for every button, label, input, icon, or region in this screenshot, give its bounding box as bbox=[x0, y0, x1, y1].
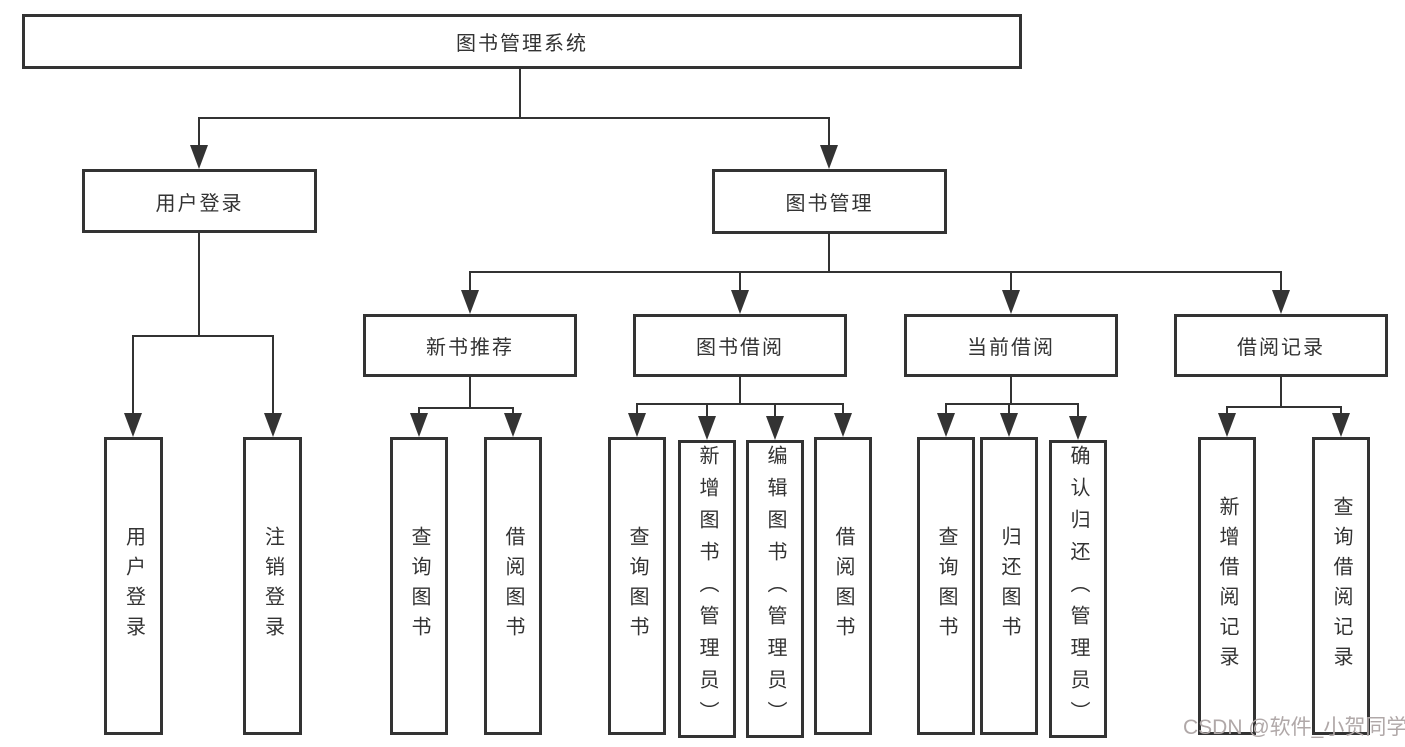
connector-line bbox=[1010, 377, 1012, 404]
node-label: 归还图书 bbox=[998, 526, 1020, 646]
node-label: 注销登录 bbox=[261, 526, 284, 646]
node-label: 查询图书 bbox=[626, 526, 648, 646]
node-label: 借阅图书 bbox=[832, 526, 854, 646]
node-label: 图书借阅 bbox=[696, 337, 784, 359]
node-current-borrowing: 当前借阅 bbox=[904, 314, 1118, 377]
node-query-borrow-record: 查询借阅记录 bbox=[1312, 437, 1370, 735]
connector-line bbox=[945, 403, 947, 414]
node-book-borrowing: 图书借阅 bbox=[633, 314, 847, 377]
node-edit-books-admin: 编辑图书（管理员） bbox=[746, 440, 804, 738]
connector-line bbox=[132, 335, 134, 414]
connector-line bbox=[706, 403, 708, 417]
node-label: 借阅图书 bbox=[502, 526, 524, 646]
arrow-down-icon bbox=[1218, 413, 1236, 437]
connector-line bbox=[132, 335, 274, 337]
connector-line bbox=[469, 271, 1282, 273]
node-label: 查询图书 bbox=[935, 526, 957, 646]
connector-line bbox=[828, 234, 830, 272]
node-label: 当前借阅 bbox=[967, 337, 1055, 359]
connector-line bbox=[198, 117, 200, 146]
arrow-down-icon bbox=[1069, 416, 1087, 440]
arrow-down-icon bbox=[834, 413, 852, 437]
connector-line bbox=[469, 271, 471, 291]
connector-line bbox=[1008, 403, 1010, 414]
node-add-borrow-record: 新增借阅记录 bbox=[1198, 437, 1256, 735]
arrow-down-icon bbox=[1002, 290, 1020, 314]
connector-line bbox=[512, 407, 514, 414]
arrow-down-icon bbox=[1272, 290, 1290, 314]
connector-line bbox=[1340, 406, 1342, 414]
node-label: 图书管理系统 bbox=[456, 33, 588, 55]
node-label: 用户登录 bbox=[122, 526, 145, 646]
connector-line bbox=[1077, 403, 1079, 417]
node-borrowing-records: 借阅记录 bbox=[1174, 314, 1388, 377]
arrow-down-icon bbox=[410, 413, 428, 437]
node-label: 查询图书 bbox=[408, 526, 430, 646]
node-label: 用户登录 bbox=[155, 192, 244, 215]
connector-line bbox=[198, 117, 830, 119]
connector-line bbox=[418, 407, 514, 409]
node-borrow-books-recommend: 借阅图书 bbox=[484, 437, 542, 735]
connector-line bbox=[198, 233, 200, 336]
node-library-management-system: 图书管理系统 bbox=[22, 14, 1022, 69]
connector-line bbox=[469, 377, 471, 407]
connector-line bbox=[945, 403, 1079, 405]
arrow-down-icon bbox=[766, 416, 784, 440]
node-label: 新增图书（管理员） bbox=[696, 445, 718, 733]
connector-line bbox=[1280, 377, 1282, 407]
arrow-down-icon bbox=[820, 145, 838, 169]
connector-line bbox=[842, 403, 844, 414]
connector-line bbox=[636, 403, 844, 405]
connector-line bbox=[636, 403, 638, 414]
watermark: CSDN @软件_小贺同学 bbox=[1183, 716, 1405, 739]
arrow-down-icon bbox=[628, 413, 646, 437]
node-label: 借阅记录 bbox=[1237, 337, 1325, 359]
node-query-books-borrowing: 查询图书 bbox=[608, 437, 666, 735]
node-user-login-leaf: 用户登录 bbox=[104, 437, 163, 735]
node-label: 编辑图书（管理员） bbox=[764, 445, 786, 733]
node-label: 确认归还（管理员） bbox=[1067, 445, 1089, 733]
node-query-books-current: 查询图书 bbox=[917, 437, 975, 735]
node-book-management: 图书管理 bbox=[712, 169, 947, 234]
connector-line bbox=[519, 69, 521, 118]
connector-line bbox=[418, 407, 420, 414]
connector-line bbox=[272, 335, 274, 414]
arrow-down-icon bbox=[1332, 413, 1350, 437]
connector-line bbox=[739, 377, 741, 404]
arrow-down-icon bbox=[1000, 413, 1018, 437]
arrow-down-icon bbox=[731, 290, 749, 314]
node-return-books: 归还图书 bbox=[980, 437, 1038, 735]
arrow-down-icon bbox=[190, 145, 208, 169]
connector-line bbox=[774, 403, 776, 417]
connector-line bbox=[739, 271, 741, 291]
node-confirm-return-admin: 确认归还（管理员） bbox=[1049, 440, 1107, 738]
connector-line bbox=[1226, 406, 1228, 414]
arrow-down-icon bbox=[698, 416, 716, 440]
node-user-login: 用户登录 bbox=[82, 169, 317, 233]
node-borrow-books-leaf: 借阅图书 bbox=[814, 437, 872, 735]
arrow-down-icon bbox=[124, 413, 142, 437]
node-label: 图书管理 bbox=[785, 193, 874, 215]
arrow-down-icon bbox=[937, 413, 955, 437]
connector-line bbox=[1226, 406, 1342, 408]
node-label: 新增借阅记录 bbox=[1216, 496, 1238, 676]
arrow-down-icon bbox=[461, 290, 479, 314]
node-label: 新书推荐 bbox=[426, 337, 514, 359]
connector-line bbox=[1280, 271, 1282, 291]
node-query-books-recommend: 查询图书 bbox=[390, 437, 448, 735]
arrow-down-icon bbox=[264, 413, 282, 437]
connector-line bbox=[1010, 271, 1012, 291]
node-logout-leaf: 注销登录 bbox=[243, 437, 302, 735]
node-new-book-recommend: 新书推荐 bbox=[363, 314, 577, 377]
connector-line bbox=[828, 117, 830, 146]
node-add-books-admin: 新增图书（管理员） bbox=[678, 440, 736, 738]
node-label: 查询借阅记录 bbox=[1330, 496, 1352, 676]
arrow-down-icon bbox=[504, 413, 522, 437]
